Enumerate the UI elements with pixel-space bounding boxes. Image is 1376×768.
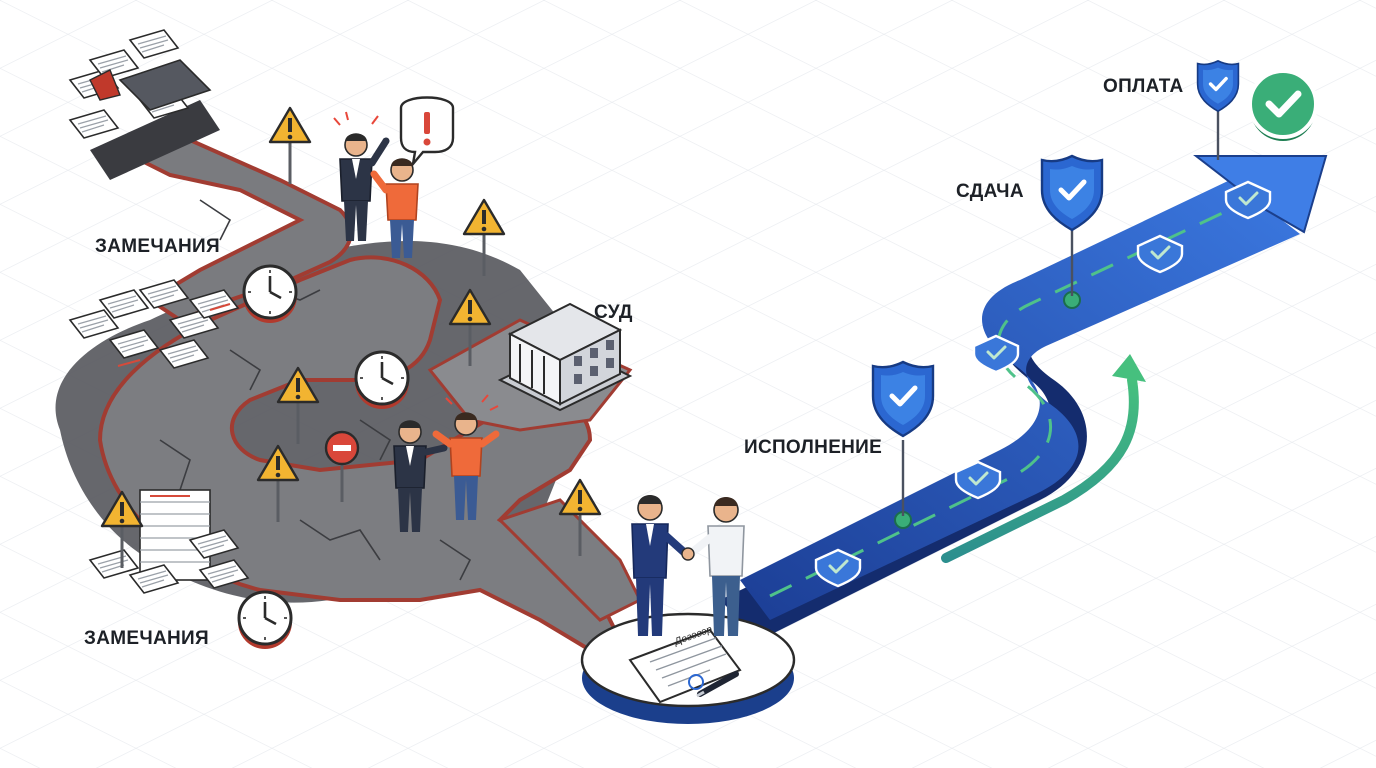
shield-check-icon (873, 362, 933, 516)
exclamation-bubble-icon (399, 96, 455, 169)
up-arrow-icon (941, 354, 1146, 563)
arguing-people-middle (393, 394, 500, 532)
delivery-label: СДАЧА (956, 181, 1024, 202)
remarks-label-bottom: ЗАМЕЧАНИЯ (84, 628, 209, 649)
contract-document-icon: Договор (628, 624, 742, 704)
no-entry-sign-icon (324, 430, 360, 502)
courthouse-icon (497, 302, 633, 412)
shield-check-icon (1195, 59, 1241, 160)
remarks-label-top: ЗАМЕЧАНИЯ (95, 236, 220, 257)
pen-icon (696, 671, 739, 698)
court-label: СУД (594, 302, 633, 323)
paper-pile-top-icon (69, 29, 220, 180)
clock-icon (241, 264, 299, 325)
clock-icon (236, 590, 294, 651)
smooth-road (720, 155, 1328, 640)
paper-pile-middle-icon (69, 279, 239, 369)
handshake-icon (631, 495, 745, 636)
clock-icon (353, 350, 411, 411)
shield-check-icon (1042, 156, 1102, 296)
seal-icon (688, 674, 704, 690)
arguing-people-top (333, 111, 419, 258)
paper-pile-bottom-icon (89, 489, 249, 594)
payment-label: ОПЛАТА (1103, 76, 1184, 97)
check-circle-icon (1248, 69, 1318, 141)
execution-label: ИСПОЛНЕНИЕ (744, 437, 883, 458)
